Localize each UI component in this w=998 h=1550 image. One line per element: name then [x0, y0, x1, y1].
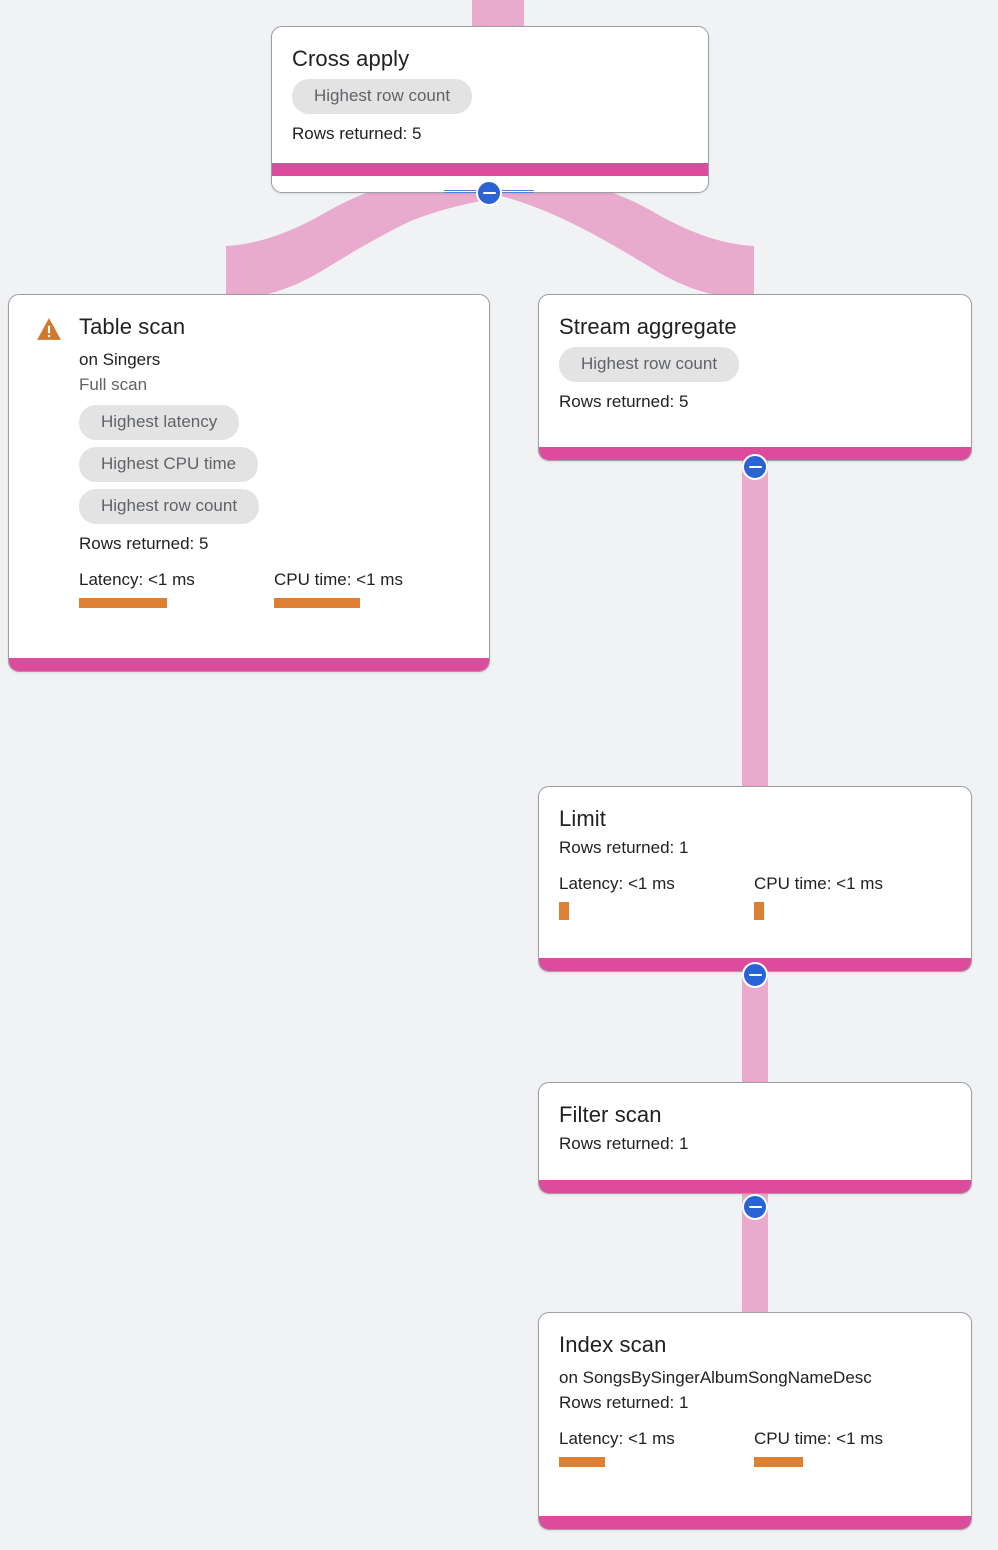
collapse-button-filter-scan[interactable]	[742, 1194, 768, 1220]
metric-latency: Latency: <1 ms	[559, 873, 754, 920]
metric-cpu-time: CPU time: <1 ms	[754, 1428, 949, 1467]
node-filter-scan-title: Filter scan	[559, 1102, 662, 1127]
metric-cpu-time: CPU time: <1 ms	[754, 873, 949, 920]
node-table-scan-rows: Rows returned: 5	[79, 534, 209, 553]
node-filter-scan-footer	[539, 1180, 971, 1193]
badge-highest-row-count: Highest row count	[79, 489, 260, 524]
metric-cpu-time-bar	[754, 1457, 803, 1467]
node-cross-apply-title: Cross apply	[292, 46, 410, 71]
metric-cpu-time-label: CPU time: <1 ms	[754, 874, 883, 893]
edge-streamaggregate-to-limit	[742, 455, 768, 795]
node-table-scan[interactable]: Table scan on Singers Full scan Highest …	[8, 294, 490, 672]
node-cross-apply[interactable]: Cross apply Highest row count Rows retur…	[271, 26, 709, 193]
node-index-scan-metrics: Latency: <1 ms CPU time: <1 ms	[559, 1428, 951, 1467]
node-cross-apply-chips: Highest row count	[292, 79, 688, 114]
metric-latency-bar	[559, 1457, 605, 1467]
node-limit-metrics: Latency: <1 ms CPU time: <1 ms	[559, 873, 951, 920]
node-index-scan-target: on SongsBySingerAlbumSongNameDesc	[559, 1368, 872, 1387]
node-stream-aggregate-chips: Highest row count	[559, 347, 951, 382]
node-table-scan-footer	[9, 658, 489, 671]
node-limit-body: Limit Rows returned: 1 Latency: <1 ms CP…	[539, 787, 971, 936]
node-cross-apply-body: Cross apply Highest row count Rows retur…	[272, 27, 708, 163]
node-cross-apply-footer	[272, 163, 708, 176]
metric-cpu-time: CPU time: <1 ms	[274, 569, 469, 608]
metric-latency: Latency: <1 ms	[559, 1428, 754, 1467]
node-stream-aggregate[interactable]: Stream aggregate Highest row count Rows …	[538, 294, 972, 461]
node-table-scan-target: on Singers	[79, 350, 161, 369]
metric-latency-label: Latency: <1 ms	[559, 1429, 675, 1448]
node-index-scan[interactable]: Index scan on SongsBySingerAlbumSongName…	[538, 1312, 972, 1530]
warning-triangle-icon	[37, 318, 61, 340]
metric-latency-bar	[79, 598, 167, 608]
badge-highest-row-count: Highest row count	[559, 347, 740, 382]
collapse-button-cross-apply[interactable]	[476, 180, 502, 206]
collapse-button-stream-aggregate[interactable]	[742, 454, 768, 480]
node-stream-aggregate-title: Stream aggregate	[559, 314, 737, 339]
metric-cpu-time-label: CPU time: <1 ms	[274, 570, 403, 589]
metric-cpu-time-bar	[274, 598, 360, 608]
node-filter-scan-body: Filter scan Rows returned: 1	[539, 1083, 971, 1173]
node-limit-rows: Rows returned: 1	[559, 838, 689, 857]
node-index-scan-body: Index scan on SongsBySingerAlbumSongName…	[539, 1313, 971, 1483]
metric-cpu-time-bar	[754, 902, 764, 920]
node-table-scan-title: Table scan	[79, 314, 186, 339]
node-stream-aggregate-body: Stream aggregate Highest row count Rows …	[539, 295, 971, 431]
badge-highest-latency: Highest latency	[79, 405, 240, 440]
node-table-scan-scantype: Full scan	[79, 375, 148, 394]
node-limit[interactable]: Limit Rows returned: 1 Latency: <1 ms CP…	[538, 786, 972, 972]
edge-crossapply-to-tablescan	[224, 192, 488, 300]
badge-highest-cpu-time: Highest CPU time	[79, 447, 259, 482]
node-index-scan-footer	[539, 1516, 971, 1529]
collapse-button-limit[interactable]	[742, 962, 768, 988]
metric-latency-label: Latency: <1 ms	[79, 570, 195, 589]
node-filter-scan-rows: Rows returned: 1	[559, 1134, 689, 1153]
metric-cpu-time-label: CPU time: <1 ms	[754, 1429, 883, 1448]
metric-latency: Latency: <1 ms	[79, 569, 274, 608]
metric-latency-bar	[559, 902, 569, 920]
node-index-scan-rows: Rows returned: 1	[559, 1393, 689, 1412]
metric-latency-label: Latency: <1 ms	[559, 874, 675, 893]
node-index-scan-title: Index scan	[559, 1332, 667, 1357]
node-table-scan-chips: Highest latency Highest CPU time Highest…	[79, 405, 469, 524]
node-table-scan-body: Table scan on Singers Full scan Highest …	[9, 295, 489, 624]
node-table-scan-metrics: Latency: <1 ms CPU time: <1 ms	[79, 569, 469, 608]
node-stream-aggregate-rows: Rows returned: 5	[559, 392, 689, 411]
badge-highest-row-count: Highest row count	[292, 79, 473, 114]
node-cross-apply-rows: Rows returned: 5	[292, 124, 422, 143]
node-limit-title: Limit	[559, 806, 606, 831]
node-filter-scan[interactable]: Filter scan Rows returned: 1	[538, 1082, 972, 1194]
